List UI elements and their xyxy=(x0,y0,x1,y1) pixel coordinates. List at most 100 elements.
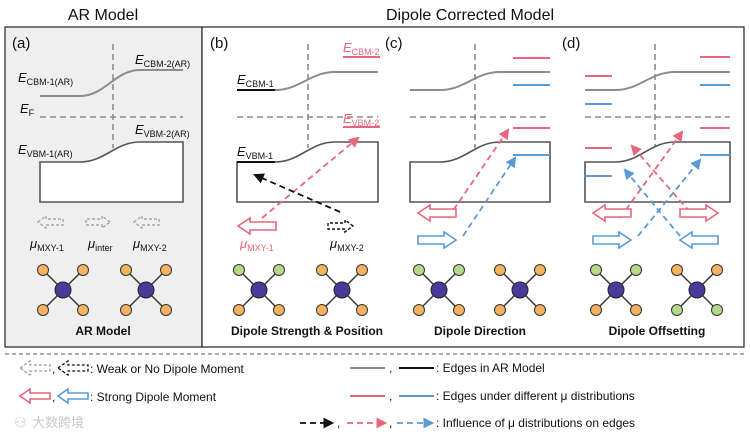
panel-a-mu-inter-label: μinter xyxy=(87,236,113,253)
molecule-ligand-atom xyxy=(273,264,285,276)
molecule-ligand-atom xyxy=(37,304,49,316)
legend-comma-2: , xyxy=(52,390,55,404)
molecule-ligand-atom xyxy=(453,264,465,276)
legend-weak-dipole-black-icon xyxy=(56,359,89,377)
molecule-ligand-atom xyxy=(160,304,172,316)
molecule-ligand-atom xyxy=(120,264,132,276)
molecule-ligand-atom xyxy=(671,304,683,316)
legend-weak-dipole-gray-icon xyxy=(18,359,51,377)
header-dipole-corrected: Dipole Corrected Model xyxy=(386,7,554,24)
panel-b-mu2-label: μMXY-2 xyxy=(329,236,364,253)
panel-b-mu1-label: μMXY-1 xyxy=(239,236,274,253)
legend-edges-mu-label: : Edges under different μ distributions xyxy=(436,389,635,403)
panel-b: (b) ECBM-2 ECBM-1 EVBM-2 EVBM-1 μMXY-1 μ… xyxy=(210,35,383,338)
panel-c-strong-dipole-red xyxy=(416,203,457,223)
panel-c-molecule-right xyxy=(494,264,546,316)
legend: , : Weak or No Dipole Moment , : Strong … xyxy=(5,353,744,430)
panel-b-molecule-left xyxy=(233,264,285,316)
molecule-ligand-atom xyxy=(590,304,602,316)
molecule-ligand-atom xyxy=(630,264,642,276)
molecule-ligand-atom xyxy=(120,304,132,316)
molecule-ligand-atom xyxy=(534,264,546,276)
panel-c-letter: (c) xyxy=(385,35,403,52)
molecule-ligand-atom xyxy=(316,264,328,276)
legend-strong-dipole-red-icon xyxy=(18,387,51,405)
panel-c-molecule-left xyxy=(413,264,465,316)
panel-a-evbm1-label: EVBM-1(AR) xyxy=(18,142,73,159)
molecule-ligand-atom xyxy=(77,264,89,276)
panel-d-strong-dipole-blue-left xyxy=(592,230,633,250)
panel-b-molecule-right xyxy=(316,264,368,316)
panel-a-mu2-label: μMXY-2 xyxy=(132,236,167,253)
panel-b-influence-arrow-red xyxy=(261,136,360,219)
panel-d-valence-band xyxy=(584,141,731,203)
panel-c-caption: Dipole Direction xyxy=(434,324,526,338)
legend-comma-6: , xyxy=(389,416,392,430)
legend-comma-1: , xyxy=(52,362,55,376)
panel-a-ecbm2-label: ECBM-2(AR) xyxy=(135,52,190,69)
legend-influence-label: : Influence of μ distributions on edges xyxy=(436,416,635,430)
molecule-ligand-atom xyxy=(233,264,245,276)
panel-b-letter: (b) xyxy=(210,35,228,52)
panel-a-ecbm1-label: ECBM-1(AR) xyxy=(18,70,73,87)
panel-b-evbm1-label: EVBM-1 xyxy=(237,144,273,161)
panel-d-molecule-left xyxy=(590,264,642,316)
panel-a-molecule-right xyxy=(120,264,172,316)
panel-c-influence-arrow-blue xyxy=(462,156,517,237)
panel-d-caption: Dipole Offsetting xyxy=(609,324,706,338)
molecule-center-atom xyxy=(137,281,155,299)
panel-d-strong-dipole-red-left xyxy=(591,203,632,223)
molecule-ligand-atom xyxy=(453,304,465,316)
panel-d-influence-arrow-red-1 xyxy=(619,130,684,219)
molecule-center-atom xyxy=(607,281,625,299)
molecule-ligand-atom xyxy=(316,304,328,316)
panel-a-cbm-edge xyxy=(40,69,183,97)
molecule-ligand-atom xyxy=(494,304,506,316)
panel-a: (a) ECBM-2(AR) ECBM-1(AR) EF EVBM-2(AR) … xyxy=(12,35,190,338)
molecule-ligand-atom xyxy=(494,264,506,276)
panel-d-influence-arrow-red-2 xyxy=(630,144,691,213)
panel-b-strong-dipole-red xyxy=(236,216,277,236)
legend-comma-5: , xyxy=(337,416,340,430)
molecule-ligand-atom xyxy=(711,264,723,276)
molecule-ligand-atom xyxy=(413,304,425,316)
panel-a-molecule-left xyxy=(37,264,89,316)
panel-b-weak-dipole-black xyxy=(327,218,355,234)
panel-b-influence-arrow-black xyxy=(253,173,341,213)
legend-strong-dipole-blue-icon xyxy=(56,387,89,405)
header-ar-model: AR Model xyxy=(68,7,138,24)
molecule-ligand-atom xyxy=(356,264,368,276)
molecule-ligand-atom xyxy=(630,304,642,316)
panel-d-strong-dipole-blue-right xyxy=(678,230,719,250)
panel-b-ecbm2-label: ECBM-2 xyxy=(343,40,380,57)
molecule-center-atom xyxy=(430,281,448,299)
legend-comma-3: , xyxy=(389,361,392,375)
legend-edges-ar-label: : Edges in AR Model xyxy=(436,361,545,375)
molecule-ligand-atom xyxy=(233,304,245,316)
panel-d-letter: (d) xyxy=(562,35,580,52)
molecule-center-atom xyxy=(688,281,706,299)
panel-a-valence-band xyxy=(39,141,184,203)
molecule-ligand-atom xyxy=(534,304,546,316)
panel-a-weak-dipole-arrows xyxy=(37,214,160,230)
panel-d: (d) Dipole Offsetting xyxy=(562,35,731,338)
molecule-ligand-atom xyxy=(77,304,89,316)
legend-strong-label: : Strong Dipole Moment xyxy=(90,390,217,404)
panel-a-caption: AR Model xyxy=(75,324,130,338)
molecule-center-atom xyxy=(511,281,529,299)
panel-d-strong-dipole-red-right xyxy=(679,203,720,223)
legend-weak-label: : Weak or No Dipole Moment xyxy=(90,362,245,376)
panel-c-strong-dipole-blue xyxy=(417,230,458,250)
molecule-center-atom xyxy=(250,281,268,299)
panel-d-molecule-right xyxy=(671,264,723,316)
panel-b-ecbm1-label: ECBM-1 xyxy=(237,72,274,89)
legend-comma-4: , xyxy=(389,389,392,403)
panel-a-ef-label: EF xyxy=(20,101,35,118)
molecule-ligand-atom xyxy=(273,304,285,316)
panel-d-influence-arrow-blue-2 xyxy=(623,168,681,237)
watermark-logo-icon: ⚇ xyxy=(14,414,27,430)
molecule-ligand-atom xyxy=(37,264,49,276)
panel-c-influence-arrow-red xyxy=(447,128,510,219)
molecule-ligand-atom xyxy=(590,264,602,276)
